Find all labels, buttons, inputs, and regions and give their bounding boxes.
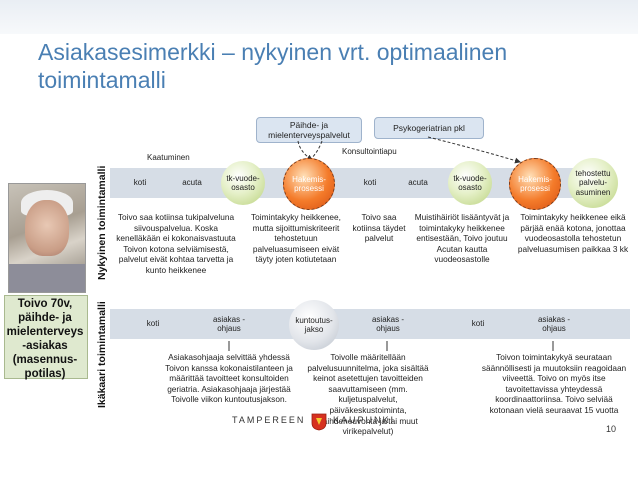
- person-info-box: [4, 295, 88, 379]
- label-kaatuminen: Kaatuminen: [147, 153, 190, 162]
- footer-city-right: KAUPUNKI: [333, 415, 396, 425]
- node-kuntoutusjakso: kuntoutus-jakso: [289, 300, 339, 350]
- current-model-band: [110, 168, 580, 198]
- current-desc-1: Toivo saa kotiinsa tukipalveluna siivous…: [116, 212, 236, 275]
- node-row2-asiakasohjaus-1: asiakas -ohjaus: [212, 314, 245, 334]
- elderly-model-band: [110, 309, 630, 339]
- arrow-psychogeriatric: [427, 136, 521, 164]
- page-number: 10: [605, 424, 616, 434]
- node-tk-vuodeosasto-2: tk-vuode-osasto: [448, 161, 492, 205]
- psychogeriatric-box: Psykogeriatrian pkl: [374, 117, 484, 139]
- substance-services-box: Päihde- ja mielenterveyspalvelut: [256, 117, 362, 143]
- node-row2-asiakasohjaus-3: asiakas -ohjaus: [537, 314, 570, 334]
- elderly-desc-1: Asiakasohjaaja selvittää yhdessä Toivon …: [165, 352, 293, 405]
- node-koti-1: koti: [133, 178, 147, 188]
- node-row2-koti-2: koti: [471, 319, 485, 329]
- current-desc-4: Muistihäiriöt lisääntyvät ja toimintakyk…: [414, 212, 510, 265]
- patient-photo: [8, 183, 86, 293]
- current-desc-5: Toimintakyky heikkenee eikä pärjää enää …: [517, 212, 629, 254]
- current-desc-2: Toimintakyky heikkenee, mutta sijoittumi…: [251, 212, 341, 265]
- node-hakemisprosessi-1: Hakemis-prosessi: [283, 158, 335, 210]
- city-crest-icon: [311, 413, 327, 431]
- node-acuta-2: acuta: [408, 178, 428, 188]
- person-info-text: Toivo 70v, päihde- ja mielenterveys -asi…: [6, 298, 84, 380]
- label-konsultointiapu: Konsultointiapu: [342, 147, 397, 156]
- footer-city-left: TAMPEREEN: [232, 415, 306, 425]
- header-band: [0, 0, 638, 34]
- node-tk-vuodeosasto-1: tk-vuode-osasto: [221, 161, 265, 205]
- arrow-substance-right: [309, 140, 323, 161]
- label-current-model: Nykyinen toimintamalli: [96, 165, 108, 280]
- node-hakemisprosessi-2: Hakemis-prosessi: [509, 158, 561, 210]
- node-acuta-1: acuta: [182, 178, 202, 188]
- current-desc-3: Toivo saa kotiinsa täydet palvelut: [352, 212, 406, 244]
- node-koti-2: koti: [363, 178, 377, 188]
- node-row2-koti-1: koti: [146, 319, 160, 329]
- elderly-desc-2: Toivolle määritellään palvelusuunnitelma…: [307, 352, 429, 437]
- elderly-desc-3: Toivon toimintakykyä seurataan säännölli…: [481, 352, 627, 415]
- label-elderly-model: Ikäkaari toimintamalli: [96, 301, 108, 408]
- page-title: Asiakasesimerkki – nykyinen vrt. optimaa…: [38, 39, 508, 93]
- node-tehostettu-palveluasuminen: tehostettu palvelu-asuminen: [568, 158, 618, 208]
- node-row2-asiakasohjaus-2: asiakas -ohjaus: [371, 314, 404, 334]
